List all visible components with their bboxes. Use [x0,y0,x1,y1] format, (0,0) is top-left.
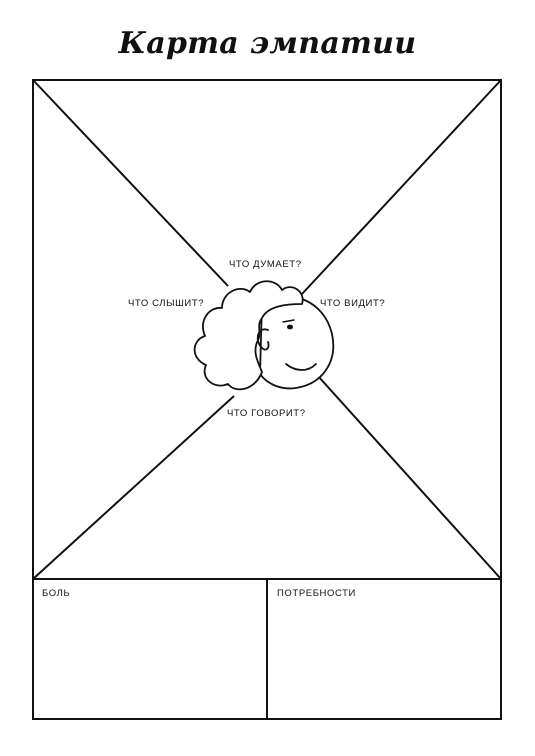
page-title: Карта эмпатии [118,26,417,61]
diagonal-top-left [32,79,229,287]
diagonal-bottom-right [317,375,502,580]
diagonal-top-right [301,79,502,295]
quadrant-label-hears: ЧТО СЛЫШИТ? [128,298,205,309]
person-head-icon [193,280,335,391]
quadrant-label-sees: ЧТО ВИДИТ? [320,298,386,309]
quadrant-label-says: ЧТО ГОВОРИТ? [227,408,306,419]
diagonal-bottom-left [32,395,235,580]
section-label-needs: ПОТРЕБНОСТИ [277,588,356,599]
eye-icon [287,324,293,330]
hair-outline [193,280,304,391]
ear-outline [256,328,270,351]
mouth-line [285,363,317,371]
eyebrow-line [282,319,295,323]
section-label-pain: БОЛЬ [42,588,71,599]
quadrant-label-thinks: ЧТО ДУМАЕТ? [229,259,302,270]
